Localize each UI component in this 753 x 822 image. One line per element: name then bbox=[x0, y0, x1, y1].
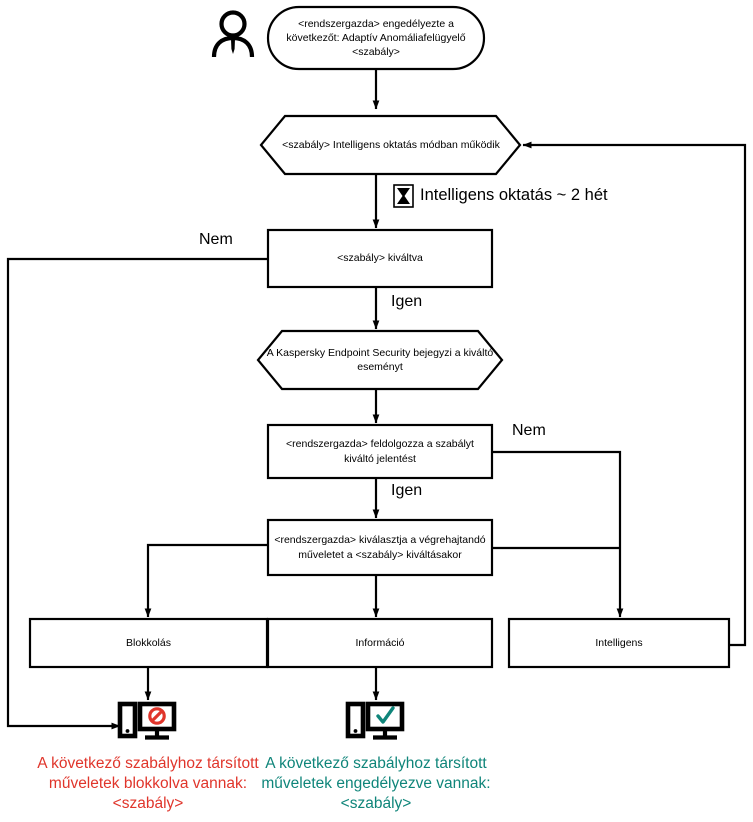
outcome-blocked-caption: A következő szabályhoz társított művelet… bbox=[37, 755, 259, 812]
outcome-allowed-caption: A következő szabályhoz társított művelet… bbox=[261, 755, 491, 812]
node-log-event-shape bbox=[256, 329, 504, 391]
node-inform-shape bbox=[266, 617, 494, 669]
node-rule-triggered-shape bbox=[266, 228, 494, 289]
smart-training-duration-label: Intelligens oktatás ~ 2 hét bbox=[420, 186, 608, 204]
monitor-allowed-icon bbox=[345, 701, 405, 740]
person-icon bbox=[211, 10, 255, 58]
node-smart-training-shape bbox=[259, 114, 522, 176]
edge-triggered-no-to-blocked bbox=[6, 257, 268, 730]
node-select-action-shape bbox=[266, 518, 494, 577]
hourglass-icon bbox=[393, 184, 414, 208]
node-start-shape bbox=[266, 5, 486, 71]
edge-label-triggered-no: Nem bbox=[199, 231, 233, 248]
node-block-shape bbox=[28, 617, 269, 669]
edge-label-report-no: Nem bbox=[512, 422, 546, 439]
edge-smart-loopback-to-smart-training bbox=[522, 141, 747, 647]
edge-select-action-to-block bbox=[144, 543, 268, 618]
edge-label-triggered-yes: Igen bbox=[391, 293, 423, 310]
node-smart-shape bbox=[507, 617, 731, 669]
edge-label-report-yes: Igen bbox=[391, 482, 423, 499]
edge-report-no-to-smart bbox=[492, 450, 624, 618]
monitor-blocked-icon bbox=[117, 701, 177, 740]
node-process-report-shape bbox=[266, 423, 494, 480]
